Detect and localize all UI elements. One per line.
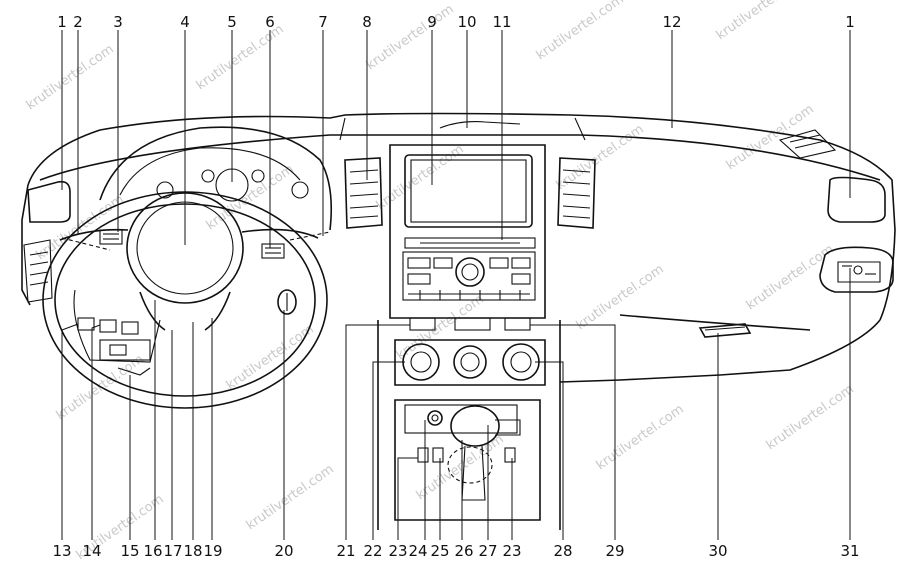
label-top-10: 10: [457, 13, 476, 31]
label-bottom-31: 31: [840, 542, 859, 560]
label-bottom-30: 30: [708, 542, 727, 560]
watermark-text: krutilvertel.com: [764, 382, 857, 453]
watermark-text: krutilvertel.com: [714, 0, 807, 43]
passenger-side: [698, 129, 894, 338]
watermark-text: krutilvertel.com: [194, 22, 287, 93]
watermark-text: krutilvertel.com: [24, 42, 117, 113]
label-top-12: 12: [662, 13, 681, 31]
label-top-3: 3: [113, 13, 123, 31]
label-top-5: 5: [227, 13, 237, 31]
label-top-7: 7: [318, 13, 328, 31]
label-bottom-18: 18: [183, 542, 202, 560]
watermark-text: krutilvertel.com: [224, 322, 317, 393]
center-vents: [344, 157, 596, 229]
label-top-11: 11: [492, 13, 511, 31]
label-top-1-right: 1: [845, 13, 855, 31]
label-bottom-27: 27: [478, 542, 497, 560]
watermark-text: krutilvertel.com: [374, 142, 467, 213]
leader-lines: [61, 30, 851, 540]
watermark-text: krutilvertel.com: [534, 0, 627, 63]
watermark-text: krutilvertel.com: [364, 2, 457, 73]
dashboard-outline: [21, 112, 896, 383]
label-bottom-14: 14: [82, 542, 101, 560]
label-top-6: 6: [265, 13, 275, 31]
label-top-8: 8: [362, 13, 372, 31]
left-side-vent: [23, 180, 71, 303]
label-bottom-20: 20: [274, 542, 293, 560]
bottom-label-row: 13 14 15 16 17 18 19 20 21 22 23 24 25 2…: [52, 542, 859, 560]
watermark-text: krutilvertel.com: [244, 462, 337, 533]
watermark-text: krutilvertel.com: [744, 242, 837, 313]
label-bottom-23-left: 23: [388, 542, 407, 560]
label-bottom-26: 26: [454, 542, 473, 560]
label-bottom-21: 21: [336, 542, 355, 560]
label-bottom-23-right: 23: [502, 542, 521, 560]
label-bottom-25: 25: [430, 542, 449, 560]
watermark-text: krutilvertel.com: [594, 402, 687, 473]
label-top-4: 4: [180, 13, 190, 31]
watermark-text: krutilvertel.com: [394, 292, 487, 363]
label-bottom-15: 15: [120, 542, 139, 560]
label-top-2: 2: [73, 13, 83, 31]
label-top-1: 1: [57, 13, 67, 31]
center-stack: [389, 144, 546, 386]
label-bottom-22: 22: [363, 542, 382, 560]
top-label-row: 1 2 3 4 5 6 7 8 9 10 11 12 1: [57, 13, 855, 31]
label-bottom-17: 17: [163, 542, 182, 560]
label-bottom-28: 28: [553, 542, 572, 560]
label-bottom-13: 13: [52, 542, 71, 560]
watermark-text: krutilvertel.com: [574, 262, 667, 333]
center-console: [377, 320, 561, 530]
label-bottom-19: 19: [203, 542, 222, 560]
label-bottom-24: 24: [408, 542, 427, 560]
label-bottom-16: 16: [143, 542, 162, 560]
label-bottom-29: 29: [605, 542, 624, 560]
label-top-9: 9: [427, 13, 437, 31]
